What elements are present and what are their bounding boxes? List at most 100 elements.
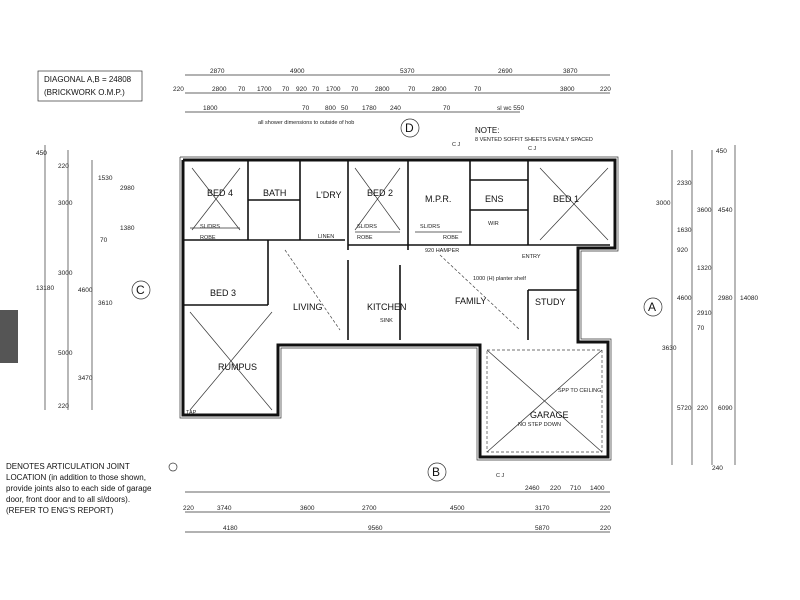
elevation-marker-a: A	[643, 297, 663, 317]
elevation-marker-d: D	[400, 118, 420, 138]
svg-text:SL/DRS: SL/DRS	[420, 224, 440, 230]
top-note-text: 8 VENTED SOFFIT SHEETS EVENLY SPACED	[475, 137, 593, 143]
svg-text:2980: 2980	[718, 295, 733, 302]
svg-text:450: 450	[36, 150, 47, 157]
svg-text:220: 220	[600, 525, 611, 532]
svg-text:ROBE: ROBE	[443, 235, 459, 241]
svg-text:920: 920	[677, 247, 688, 254]
dim-top3-4: 50	[341, 105, 349, 112]
room-bed1: BED 1	[553, 194, 579, 204]
dim-top2-13: 70	[474, 86, 482, 93]
right-dimensions: 450 2330 3000 4540 3600 1630 920 1320 29…	[656, 145, 758, 472]
room-bed3: BED 3	[210, 288, 236, 298]
svg-text:2330: 2330	[677, 180, 692, 187]
dim-top2-2: 2800	[212, 86, 227, 93]
dim-top3-2: 70	[302, 105, 310, 112]
svg-text:14080: 14080	[740, 295, 758, 302]
annotation-labels: SL/DRS ROBE SL/DRS ROBE SL/DRS ROBE SINK…	[186, 120, 601, 479]
svg-text:3000: 3000	[656, 200, 671, 207]
room-living: LIVING	[293, 302, 323, 312]
room-kitchen: KITCHEN	[367, 302, 407, 312]
articulation-symbol	[168, 462, 178, 472]
room-hatching	[189, 167, 609, 453]
svg-text:SL/DRS: SL/DRS	[200, 224, 220, 230]
svg-text:SL/DRS: SL/DRS	[357, 224, 377, 230]
room-labels: BED 4 BATH L'DRY BED 2 M.P.R. ENS WIR BE…	[207, 188, 579, 420]
room-bed4: BED 4	[207, 188, 233, 198]
svg-text:B: B	[432, 465, 440, 479]
dim-top2-10: 2800	[375, 86, 390, 93]
room-study: STUDY	[535, 297, 566, 307]
dim-top2-4: 1700	[257, 86, 272, 93]
svg-text:C: C	[136, 283, 145, 297]
svg-text:4500: 4500	[450, 505, 465, 512]
svg-text:220: 220	[183, 505, 194, 512]
svg-text:door, front door and to all sl: door, front door and to all sl/doors).	[6, 495, 130, 504]
dim-top2-5: 70	[282, 86, 290, 93]
dim-top2-11: 70	[408, 86, 416, 93]
room-wir: WIR	[488, 221, 499, 227]
svg-text:LINEN: LINEN	[318, 234, 334, 240]
dim-top-5: 3870	[563, 68, 578, 75]
svg-text:ROBE: ROBE	[200, 235, 216, 241]
svg-text:TAP: TAP	[186, 410, 197, 416]
svg-text:1630: 1630	[677, 227, 692, 234]
svg-text:2460: 2460	[525, 485, 540, 492]
svg-text:SINK: SINK	[380, 318, 393, 324]
svg-text:4600: 4600	[78, 287, 93, 294]
svg-text:6090: 6090	[718, 405, 733, 412]
svg-text:2980: 2980	[120, 185, 135, 192]
diagonal-note-line1: DIAGONAL A,B = 24808	[44, 75, 132, 84]
dim-top3-8: sl wc 550	[497, 105, 524, 112]
top-dimensions: 2870 4900 5370 2690 3870 220 2800 70 170…	[173, 68, 611, 113]
svg-text:SPP TO CEILING: SPP TO CEILING	[558, 388, 601, 394]
svg-text:3600: 3600	[300, 505, 315, 512]
elevation-marker-b: B	[427, 462, 447, 482]
dim-top3-1: 1800	[203, 105, 218, 112]
dim-top2-7: 70	[312, 86, 320, 93]
dim-top-3: 5370	[400, 68, 415, 75]
room-garage: GARAGE	[530, 410, 569, 420]
left-dimensions: 450 220 3000 1530 2980 1380 70 13180 300…	[36, 145, 135, 410]
dim-top3-7: 70	[443, 105, 451, 112]
dim-top2-8: 1700	[326, 86, 341, 93]
articulation-note: DENOTES ARTICULATION JOINT LOCATION (in …	[6, 462, 178, 515]
svg-text:3000: 3000	[58, 200, 73, 207]
svg-text:3470: 3470	[78, 375, 93, 382]
svg-text:1320: 1320	[697, 265, 712, 272]
diagonal-note-line2: (BRICKWORK O.M.P.)	[44, 88, 125, 97]
svg-text:DENOTES ARTICULATION JOINT: DENOTES ARTICULATION JOINT	[6, 462, 130, 471]
dim-top2-3: 70	[238, 86, 246, 93]
room-entry: ENTRY	[522, 254, 541, 260]
dim-top2-14: 3800	[560, 86, 575, 93]
dim-top3-3: 800	[325, 105, 336, 112]
side-panel-tab[interactable]	[0, 310, 18, 363]
svg-text:1380: 1380	[120, 225, 135, 232]
svg-text:3600: 3600	[697, 207, 712, 214]
svg-text:provide joints also to each si: provide joints also to each side of gara…	[6, 484, 152, 493]
svg-text:1400: 1400	[590, 485, 605, 492]
room-rumpus: RUMPUS	[218, 362, 257, 372]
svg-text:all shower dimensions to outsi: all shower dimensions to outside of hob	[258, 120, 354, 126]
dim-top2-15: 220	[600, 86, 611, 93]
svg-text:LOCATION (in addition to those: LOCATION (in addition to those shown,	[6, 473, 146, 482]
svg-text:220: 220	[58, 403, 69, 410]
room-mpr: M.P.R.	[425, 194, 451, 204]
svg-text:220: 220	[600, 505, 611, 512]
svg-text:ROBE: ROBE	[357, 235, 373, 241]
dim-top3-5: 1780	[362, 105, 377, 112]
dim-top-4: 2690	[498, 68, 513, 75]
svg-text:C J: C J	[528, 146, 537, 152]
svg-text:450: 450	[716, 148, 727, 155]
room-bath: BATH	[263, 188, 286, 198]
svg-text:5000: 5000	[58, 350, 73, 357]
svg-text:C J: C J	[496, 473, 505, 479]
elevation-marker-c: C	[131, 280, 151, 300]
dim-top-1: 2870	[210, 68, 225, 75]
dim-top2-12: 2800	[432, 86, 447, 93]
svg-text:9560: 9560	[368, 525, 383, 532]
svg-text:2910: 2910	[697, 310, 712, 317]
bottom-dimensions: 2460 220 710 1400 220 3740 3600 2700 450…	[183, 485, 611, 533]
svg-text:A: A	[648, 300, 656, 314]
